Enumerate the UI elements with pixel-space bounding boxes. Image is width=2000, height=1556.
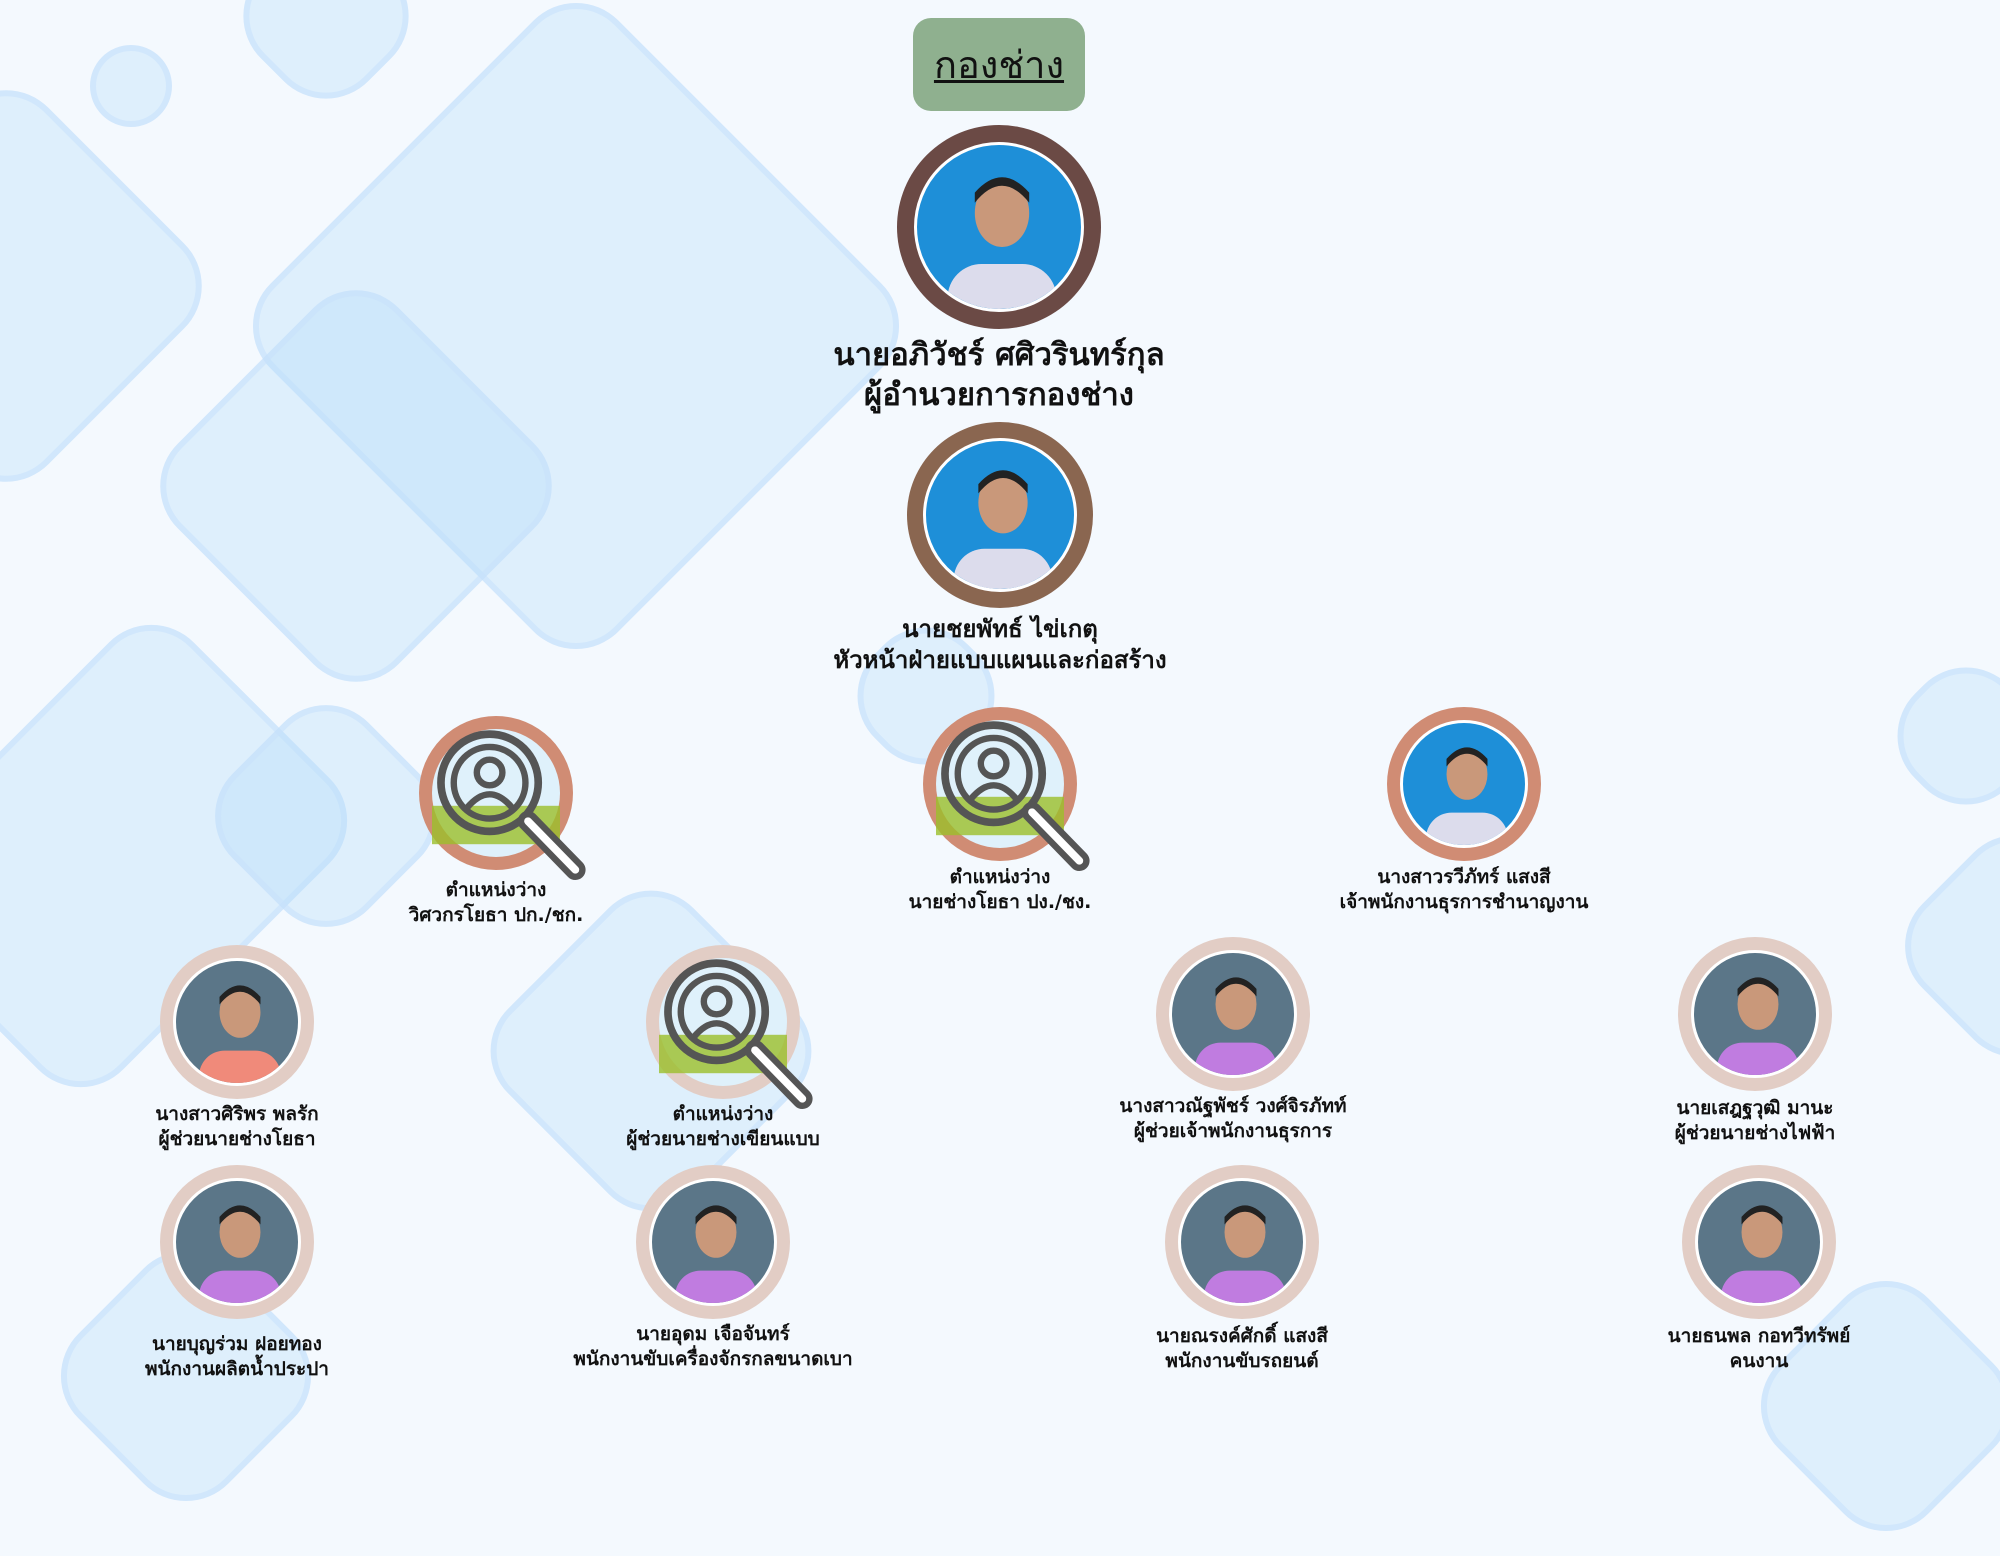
person-position: คนงาน (1729, 1349, 1789, 1372)
person-photo (173, 1178, 301, 1306)
person-name: ตำแหน่งว่าง (445, 879, 547, 901)
profile-caption-director: นายอภิวัชร์ ศศิวรินทร์กุลผู้อำนวยการกองช… (833, 335, 1164, 416)
person-name: นางสาวณัฐพัชร์ วงศ์จิรภัทท์ (1119, 1095, 1347, 1117)
person-photo (173, 958, 301, 1086)
person-photo (1400, 720, 1528, 848)
profile-caption-asst-civil: นางสาวศิริพร พลรักผู้ช่วยนายช่างโยธา (155, 1102, 318, 1151)
profile-caption-laborer: นายธนพล กอทวีทรัพย์คนงาน (1668, 1324, 1851, 1373)
profile-ring-machine-driver (636, 1165, 790, 1319)
person-name: นายอภิวัชร์ ศศิวรินทร์กุล (833, 337, 1165, 373)
person-photo (649, 1178, 777, 1306)
profile-caption-water-worker: นายบุญร่วม ฝอยทองพนักงานผลิตน้ำประปา (145, 1332, 329, 1381)
person-position: นายช่างโยธา ปง./ชง. (908, 890, 1092, 913)
person-position: วิศวกรโยธา ปก./ชก. (408, 903, 584, 926)
profile-caption-asst-electric: นายเสฎฐวุฒิ มานะผู้ช่วยนายช่างไฟฟ้า (1675, 1096, 1836, 1145)
vacant-search-icon (432, 729, 586, 881)
person-photo (1169, 950, 1297, 1078)
profile-ring-laborer (1682, 1165, 1836, 1319)
person-position: พนักงานขับรถยนต์ (1165, 1349, 1319, 1372)
person-position: ผู้ช่วยนายช่างโยธา (158, 1127, 316, 1150)
person-photo (1691, 950, 1819, 1078)
person-position: ผู้ช่วยนายช่างไฟฟ้า (1674, 1121, 1836, 1144)
profile-caption-vacant-draftsman: ตำแหน่งว่างผู้ช่วยนายช่างเขียนแบบ (626, 1102, 819, 1151)
profile-ring-vacant-draftsman (646, 945, 813, 1110)
person-position: ผู้อำนวยการกองช่าง (864, 377, 1134, 414)
profile-caption-admin-officer: นางสาวรวีภัทร์ แสงสีเจ้าพนักงานธุรการชำน… (1340, 865, 1589, 914)
person-name: นายธนพล กอทวีทรัพย์ (1667, 1325, 1851, 1347)
profile-ring-asst-admin (1156, 937, 1310, 1091)
person-name: ตำแหน่งว่าง (949, 866, 1051, 888)
person-position: ผู้ช่วยนายช่างเขียนแบบ (626, 1127, 820, 1150)
profile-ring-head (907, 422, 1093, 608)
person-photo (1178, 1178, 1306, 1306)
profile-caption-car-driver: นายณรงค์ศักดิ์ แสงสีพนักงานขับรถยนต์ (1156, 1324, 1328, 1373)
person-name: นางสาวศิริพร พลรัก (155, 1103, 319, 1125)
person-position: เจ้าพนักงานธุรการชำนาญงาน (1339, 890, 1589, 913)
profile-caption-machine-driver: นายอุดม เจือจันทร์พนักงานขับเครื่องจักรก… (573, 1322, 852, 1371)
department-title-badge: กองช่าง (913, 18, 1085, 111)
profile-ring-asst-civil (160, 945, 314, 1099)
vacant-search-icon (936, 720, 1090, 872)
person-position: หัวหน้าฝ่ายแบบแผนและก่อสร้าง (833, 646, 1167, 675)
profile-caption-vacant-engineer: ตำแหน่งว่างวิศวกรโยธา ปก./ชก. (409, 878, 584, 927)
department-title: กองช่าง (933, 43, 1065, 87)
profile-ring-admin-officer (1387, 707, 1541, 861)
profile-ring-asst-electric (1678, 937, 1832, 1091)
profile-ring-car-driver (1165, 1165, 1319, 1319)
person-photo (914, 142, 1084, 312)
profile-ring-vacant-engineer (419, 716, 586, 881)
person-position: ผู้ช่วยเจ้าพนักงานธุรการ (1133, 1119, 1333, 1142)
person-name: นายชยพัทธ์ ไข่เกตุ (902, 615, 1098, 643)
profile-caption-head: นายชยพัทธ์ ไข่เกตุหัวหน้าฝ่ายแบบแผนและก่… (833, 614, 1166, 676)
person-name: นายเสฎฐวุฒิ มานะ (1676, 1097, 1834, 1119)
person-position: พนักงานผลิตน้ำประปา (145, 1357, 329, 1380)
person-name: นายบุญร่วม ฝอยทอง (152, 1333, 322, 1355)
person-name: นางสาวรวีภัทร์ แสงสี (1377, 866, 1551, 888)
person-name: นายอุดม เจือจันทร์ (636, 1323, 790, 1345)
person-photo (923, 438, 1077, 592)
profile-ring-vacant-technician (923, 707, 1090, 872)
person-position: พนักงานขับเครื่องจักรกลขนาดเบา (573, 1347, 853, 1370)
vacant-search-icon (659, 958, 813, 1110)
profile-ring-director (897, 125, 1101, 329)
profile-caption-asst-admin: นางสาวณัฐพัชร์ วงศ์จิรภัทท์ผู้ช่วยเจ้าพน… (1119, 1094, 1346, 1143)
profile-ring-water-worker (160, 1165, 314, 1319)
person-name: ตำแหน่งว่าง (672, 1103, 774, 1125)
person-name: นายณรงค์ศักดิ์ แสงสี (1156, 1325, 1328, 1347)
profile-caption-vacant-technician: ตำแหน่งว่างนายช่างโยธา ปง./ชง. (909, 865, 1092, 914)
person-photo (1695, 1178, 1823, 1306)
